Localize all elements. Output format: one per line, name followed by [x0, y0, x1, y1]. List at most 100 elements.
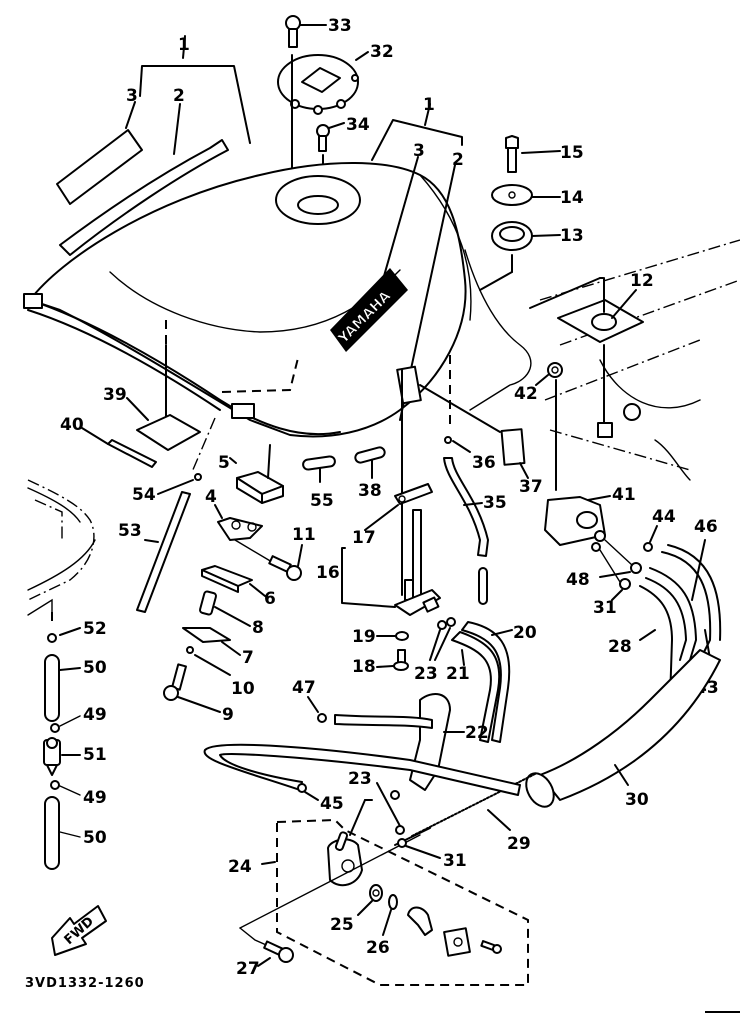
label-38: 38	[358, 481, 382, 501]
label-39: 39	[103, 385, 127, 405]
fuel-cock-16	[394, 509, 441, 616]
label-31-upper: 31	[593, 598, 617, 618]
label-54: 54	[132, 485, 156, 505]
label-47: 47	[292, 678, 316, 698]
pad-39	[136, 414, 201, 451]
clip-54	[194, 473, 202, 481]
hose-50-upper	[44, 654, 60, 722]
pad-37	[500, 428, 526, 466]
label-55: 55	[310, 491, 334, 511]
bracket-5	[236, 471, 284, 504]
cover-plate	[443, 927, 471, 957]
hose-35	[443, 457, 489, 557]
label-34: 34	[346, 115, 370, 135]
decal-3-left	[56, 129, 143, 205]
label-42: 42	[514, 384, 538, 404]
label-25: 25	[330, 915, 354, 935]
label-3-left: 3	[126, 86, 138, 106]
fuel-cock-body-24	[327, 831, 363, 887]
hose-53	[136, 491, 191, 613]
label-19: 19	[352, 627, 376, 647]
label-20: 20	[513, 623, 537, 643]
clip-10	[186, 646, 194, 654]
label-46: 46	[694, 517, 718, 537]
bolt-9	[163, 663, 187, 701]
label-2-right: 2	[452, 150, 464, 170]
label-14: 14	[560, 188, 584, 208]
label-48: 48	[566, 570, 590, 590]
screw-18	[393, 649, 409, 671]
label-37: 37	[519, 477, 543, 497]
label-31-lower: 31	[443, 851, 467, 871]
label-5: 5	[218, 453, 230, 473]
label-52: 52	[83, 619, 107, 639]
hose-50-lower	[44, 796, 60, 870]
clamps-23-upper	[437, 617, 456, 630]
drawing-code: 3VD1332-1260	[25, 976, 145, 991]
clip-45	[297, 783, 307, 793]
bolt-15	[505, 135, 519, 173]
label-27: 27	[236, 959, 260, 979]
o-ring-26	[388, 894, 398, 910]
clip-49-lower	[50, 780, 60, 790]
label-21: 21	[446, 664, 470, 684]
nut-42	[547, 362, 563, 378]
bolt-34	[316, 124, 330, 152]
label-8: 8	[252, 618, 264, 638]
screw-27	[263, 940, 294, 963]
bracket-4	[217, 517, 263, 541]
strip-40	[107, 439, 157, 468]
plate-7	[182, 627, 231, 643]
label-35: 35	[483, 493, 507, 513]
canister-41	[544, 496, 606, 552]
label-16: 16	[316, 563, 340, 583]
label-51: 51	[83, 745, 107, 765]
hose-20	[461, 621, 511, 743]
plate-6	[201, 565, 253, 593]
label-45: 45	[320, 794, 344, 814]
label-2-left: 2	[173, 86, 185, 106]
clamp-31-upper	[619, 578, 631, 590]
washer-25	[369, 884, 383, 902]
pad-37-upper	[396, 365, 422, 405]
screw-small	[480, 940, 502, 954]
gasket-17	[394, 483, 433, 505]
label-23-lower: 23	[348, 769, 372, 789]
screw-11	[268, 555, 302, 581]
fwd-arrow-icon: FWD	[51, 905, 107, 956]
hose-47-line	[334, 714, 433, 729]
hoses-28-43-46	[639, 544, 722, 701]
label-33: 33	[328, 16, 352, 36]
label-26: 26	[366, 938, 390, 958]
label-23-upper: 23	[414, 664, 438, 684]
fuel-cap-32	[277, 54, 359, 115]
clamp-44	[643, 542, 653, 552]
label-50-upper: 50	[83, 658, 107, 678]
fuel-filter-51	[43, 737, 61, 776]
label-24: 24	[228, 857, 252, 877]
damper-12	[557, 277, 644, 438]
label-1-left: 1	[178, 35, 190, 55]
label-29: 29	[507, 834, 531, 854]
clamps-31-lower	[395, 825, 407, 848]
collar-8	[199, 590, 217, 616]
hose-45-loop	[203, 743, 521, 796]
label-44: 44	[652, 507, 676, 527]
hose-35-lower	[478, 567, 488, 605]
strip-38	[354, 446, 386, 464]
label-12: 12	[630, 271, 654, 291]
label-41: 41	[612, 485, 636, 505]
label-9: 9	[222, 705, 234, 725]
clamp-48	[630, 562, 642, 574]
label-49-upper: 49	[83, 705, 107, 725]
label-7: 7	[242, 648, 254, 668]
label-50-lower: 50	[83, 828, 107, 848]
label-13: 13	[560, 226, 584, 246]
bolt-33	[285, 15, 301, 48]
label-17: 17	[352, 528, 376, 548]
clip-36	[444, 436, 452, 444]
label-32: 32	[370, 42, 394, 62]
label-40: 40	[60, 415, 84, 435]
label-4: 4	[205, 487, 217, 507]
